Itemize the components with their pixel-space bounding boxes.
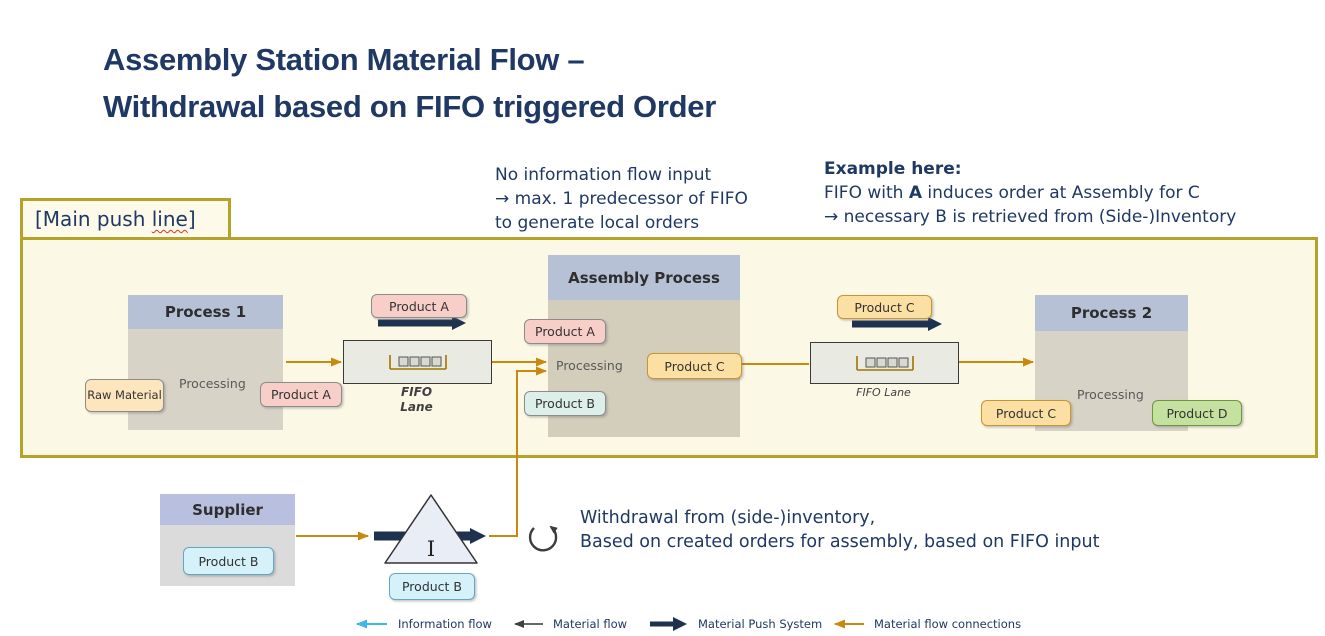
raw-material-box: Raw Material (85, 379, 164, 412)
mpl-spellcheck-word: line (151, 207, 188, 231)
processing-label-process1: Processing (179, 376, 246, 391)
fifo-queue-icon (855, 356, 914, 371)
fifo-caption-line: FIFO (400, 385, 433, 399)
inventory-symbol: I (427, 537, 435, 561)
example-text: induces order at Assembly for C (922, 183, 1200, 203)
processing-label-process2: Processing (1077, 387, 1144, 402)
legend-label: Information flow (398, 617, 492, 631)
withdrawal-loop-icon (528, 525, 558, 552)
withdrawal-line: Withdrawal from (side-)inventory, (580, 508, 876, 528)
title-line-1: Assembly Station Material Flow – (103, 42, 585, 77)
fifo-queue-icon (388, 355, 447, 370)
legend-material-flow: Material flow (505, 616, 627, 632)
product-b-box-inventory: Product B (389, 573, 475, 600)
product-d-box: Product D (1152, 400, 1242, 426)
mpl-text: [Main push line] (35, 207, 196, 231)
main-push-line-label: [Main push line] (20, 198, 231, 240)
mpl-post: ] (187, 207, 196, 231)
supplier-header: Supplier (160, 494, 295, 525)
product-c-box-fifo2: Product C (837, 295, 932, 319)
note-line: to generate local orders (495, 213, 700, 233)
process1-header: Process 1 (128, 295, 283, 329)
process2-header: Process 2 (1035, 295, 1188, 331)
example-line-2: → necessary B is retrieved from (Side-)I… (824, 207, 1237, 227)
product-a-box-process1: Product A (260, 382, 342, 407)
fifo-lane2-caption: FIFO Lane (856, 386, 911, 399)
product-a-box-fifo1: Product A (371, 294, 467, 318)
product-a-box-assembly: Product A (524, 319, 606, 344)
product-c-box-process2: Product C (981, 400, 1071, 426)
material-flow-connections-arrow-icon (834, 619, 864, 629)
page-title: Assembly Station Material Flow – Withdra… (103, 36, 716, 130)
fifo-lane1-box (343, 340, 492, 384)
legend-label: Material flow (553, 617, 628, 631)
legend-label: Material flow connections (874, 617, 1022, 631)
example-bold-a: A (908, 183, 922, 203)
legend-material-flow-connections: Material flow connections (824, 616, 1021, 632)
assembly-header: Assembly Process (548, 255, 740, 300)
fifo-lane2-box (810, 342, 959, 384)
mpl-pre: [Main push (35, 207, 152, 231)
product-c-box-assembly: Product C (647, 353, 742, 379)
product-b-box-supplier: Product B (183, 547, 274, 575)
example-text: FIFO with (824, 183, 909, 203)
material-flow-arrow-icon (514, 620, 543, 628)
note-withdrawal: Withdrawal from (side-)inventory, Based … (580, 506, 1099, 554)
inventory-triangle (384, 494, 478, 564)
example-line-1: FIFO with A induces order at Assembly fo… (824, 181, 1236, 205)
note-example: Example here: FIFO with A induces order … (824, 157, 1236, 229)
product-b-box-assembly: Product B (524, 391, 606, 416)
title-line-2: Withdrawal based on FIFO triggered Order (103, 89, 716, 124)
legend-label: Material Push System (698, 617, 823, 631)
note-line: No information flow input (495, 165, 712, 185)
processing-label-assembly: Processing (556, 358, 623, 373)
legend-material-push-system: Material Push System (648, 616, 822, 632)
material-push-arrow-icon (650, 617, 687, 631)
information-flow-arrow-icon (356, 619, 387, 629)
legend-information-flow: Information flow (345, 616, 492, 632)
example-heading: Example here: (824, 159, 962, 179)
note-no-information-flow: No information flow input → max. 1 prede… (495, 163, 748, 235)
withdrawal-line: Based on created orders for assembly, ba… (580, 532, 1100, 552)
fifo-lane1-caption: FIFO Lane (343, 385, 490, 415)
note-line: → max. 1 predecessor of FIFO (495, 189, 748, 209)
fifo-caption-line: Lane (400, 400, 433, 414)
